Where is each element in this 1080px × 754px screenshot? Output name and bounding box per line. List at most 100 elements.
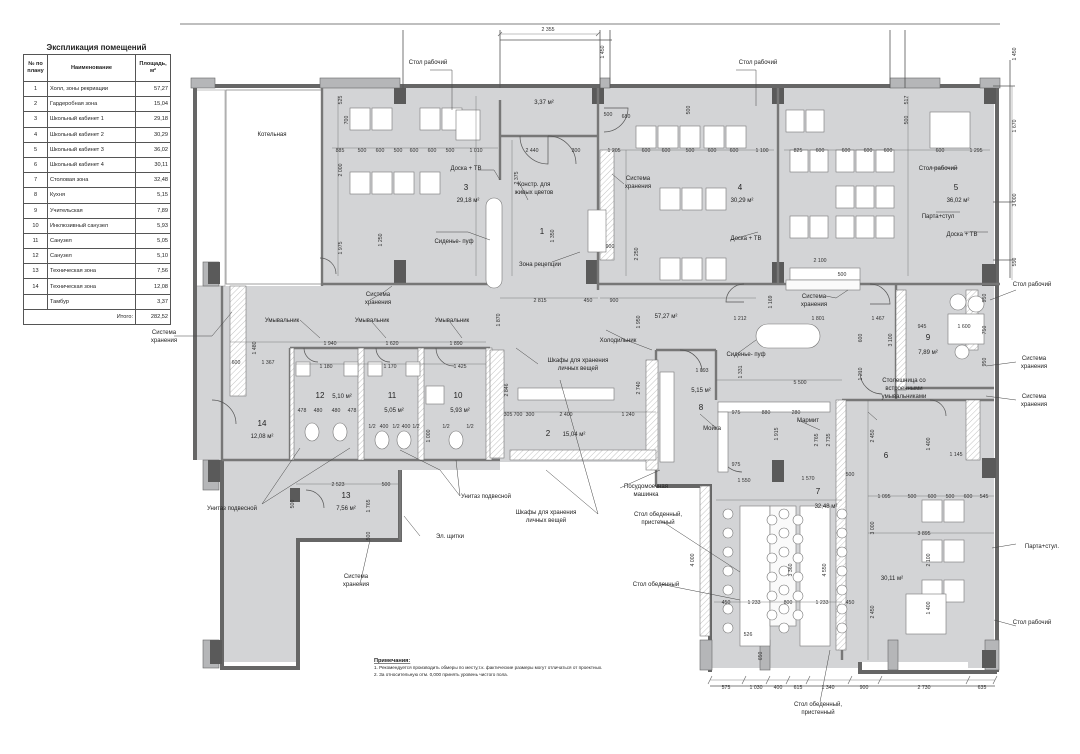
room-1-num: 1: [540, 227, 545, 236]
leader-lines: [174, 69, 1017, 703]
dim: 450: [722, 600, 731, 606]
dim: 635: [978, 685, 987, 691]
dim: 480: [332, 408, 341, 414]
room-13-area: 7,56 м²: [336, 506, 355, 512]
label-washbasin-3: Умывальник: [435, 318, 470, 324]
label-work-table-1: Стол рабочий: [409, 59, 448, 66]
dining-chair: [766, 514, 778, 526]
dim: 1 350: [550, 229, 556, 242]
dining-chair: [778, 622, 790, 634]
dim: 500: [838, 272, 847, 278]
dining-chair: [778, 565, 790, 577]
dim: 1 367: [262, 360, 275, 366]
label-storage-5b: хранения: [1021, 364, 1047, 370]
dim: 600: [816, 148, 825, 154]
label-work-table-2: Стол рабочий: [739, 59, 778, 66]
dim: 1 870: [496, 313, 502, 326]
dining-chair: [766, 609, 778, 621]
room-1-area: 57,27 м²: [655, 314, 678, 320]
dim: 517: [904, 96, 910, 105]
doors: [211, 107, 947, 509]
dim: 1 975: [338, 241, 344, 254]
explication-cell-area: 5,15: [135, 187, 171, 204]
room-4-area: 30,29 м²: [731, 198, 754, 204]
dim: 1 480: [252, 341, 258, 354]
dim: 1 100: [756, 148, 769, 154]
dim: 1 400: [926, 437, 932, 450]
dim: 1 620: [386, 341, 399, 347]
dim: 1 093: [696, 368, 709, 374]
dim: 1 240: [622, 412, 635, 418]
dim: 400: [402, 424, 411, 430]
label-board-tv-3: Доска + ТВ: [946, 232, 977, 238]
dim: 2 730: [918, 685, 931, 691]
label-storage-4b: хранения: [151, 338, 177, 344]
dim: 300: [572, 148, 581, 154]
dim: 1/2: [368, 424, 375, 430]
dim: 1 467: [872, 316, 885, 322]
dim: 1 095: [878, 494, 891, 500]
dining-chair: [836, 565, 848, 577]
label-storage-6b: хранения: [1021, 402, 1047, 408]
dim: 1 170: [384, 364, 397, 370]
dim: 975: [732, 462, 741, 468]
room-4-num: 4: [738, 183, 743, 192]
dining-chair: [792, 552, 804, 564]
dim: 1 765: [366, 499, 372, 512]
dim: 500: [382, 482, 391, 488]
dining-chair: [778, 508, 790, 520]
dim: 2 250: [634, 247, 640, 260]
dim: 400: [774, 685, 783, 691]
label-board-tv-2: Доска + ТВ: [730, 236, 761, 242]
room-3-area: 29,18 м²: [457, 198, 480, 204]
dining-chair: [778, 546, 790, 558]
dim: 1 801: [812, 316, 825, 322]
label-counter-1: Столешница со: [882, 378, 926, 384]
dim: 1/2: [466, 424, 473, 430]
explication-title: Экспликация помещений: [46, 43, 147, 52]
dim: 1 233: [748, 600, 761, 606]
dim: 600: [964, 494, 973, 500]
label-storage-3b: хранения: [801, 302, 827, 308]
dim: 1 940: [324, 341, 337, 347]
dining-chair: [722, 546, 734, 558]
room-6-area: 30,11 м²: [881, 576, 903, 582]
room-10-area: 5,93 м²: [450, 408, 469, 414]
explication-cell-area: 29,18: [135, 111, 171, 128]
dim: 550: [1012, 258, 1018, 267]
dining-chair: [792, 609, 804, 621]
dining-chair: [722, 584, 734, 596]
dim: 1/2: [442, 424, 449, 430]
room-14-num: 14: [258, 419, 267, 428]
dining-chair: [722, 622, 734, 634]
dim: 2 355: [542, 27, 555, 33]
room-12-area: 5,10 м²: [332, 394, 351, 400]
label-pouf-2: Сиденье- пуф: [726, 352, 765, 358]
dim: 450: [846, 600, 855, 606]
notes-line-2: 2. За относительную отм. 0,000 принять у…: [374, 672, 508, 677]
dim: 1 950: [636, 315, 642, 328]
dim: 545: [980, 494, 989, 500]
dim: 2 000: [338, 163, 344, 176]
room-7-num: 7: [816, 487, 821, 496]
label-storage-7a: Система: [344, 574, 369, 580]
dim: 2 740: [636, 381, 642, 394]
label-washbasin-2: Умывальник: [355, 318, 390, 324]
dim: 1 180: [320, 364, 333, 370]
dim: 1 010: [470, 148, 483, 154]
dim: 2 765: [814, 433, 820, 446]
dining-chair: [792, 533, 804, 545]
label-dishwasher-1: Посудомоечная: [624, 484, 668, 490]
dim: 3 360: [788, 563, 794, 576]
dim: 1 670: [1012, 119, 1018, 132]
dim: 600: [928, 494, 937, 500]
label-lockers-1a: Шкафы для хранения: [548, 358, 609, 364]
dim: 1 169: [768, 295, 774, 308]
outside-strip: [194, 89, 226, 287]
dim: 1/2: [412, 424, 419, 430]
dining-chair: [836, 603, 848, 615]
